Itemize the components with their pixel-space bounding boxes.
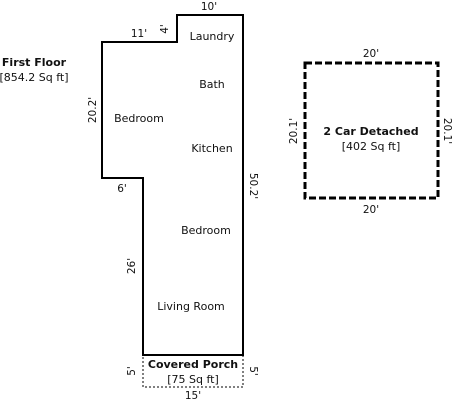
room-bath: Bath xyxy=(199,78,225,91)
garage-title: 2 Car Detached xyxy=(323,125,418,138)
dim-left-lower-height: 26' xyxy=(126,258,138,274)
dim-garage-left-height: 20.1' xyxy=(288,118,300,144)
dim-top-width: 10' xyxy=(201,1,217,13)
room-living-room: Living Room xyxy=(157,300,225,313)
first-floor-area: [854.2 Sq ft] xyxy=(0,71,69,84)
dim-notch-width: 6' xyxy=(117,183,127,195)
porch-area: [75 Sq ft] xyxy=(167,373,219,386)
dim-garage-top-width: 20' xyxy=(363,48,379,60)
dim-right-height: 50.2' xyxy=(247,173,259,199)
covered-porch-outline xyxy=(142,354,244,388)
dim-step-width: 11' xyxy=(131,28,147,40)
dim-porch-width: 15' xyxy=(185,390,201,401)
dim-porch-right-height: 5' xyxy=(247,366,259,376)
dim-garage-right-height: 20.1' xyxy=(441,118,452,144)
dim-garage-bottom-width: 20' xyxy=(363,204,379,216)
room-bedroom-lower: Bedroom xyxy=(181,224,231,237)
room-bedroom-upper: Bedroom xyxy=(114,112,164,125)
dim-step-height: 4' xyxy=(159,24,171,34)
garage-outline xyxy=(303,61,440,200)
dim-left-upper-height: 20.2' xyxy=(87,97,99,123)
room-laundry: Laundry xyxy=(190,30,235,43)
garage-area: [402 Sq ft] xyxy=(342,140,401,153)
porch-title: Covered Porch xyxy=(148,358,238,371)
first-floor-title: First Floor xyxy=(2,56,67,69)
dim-porch-left-height: 5' xyxy=(126,366,138,376)
room-kitchen: Kitchen xyxy=(191,142,232,155)
